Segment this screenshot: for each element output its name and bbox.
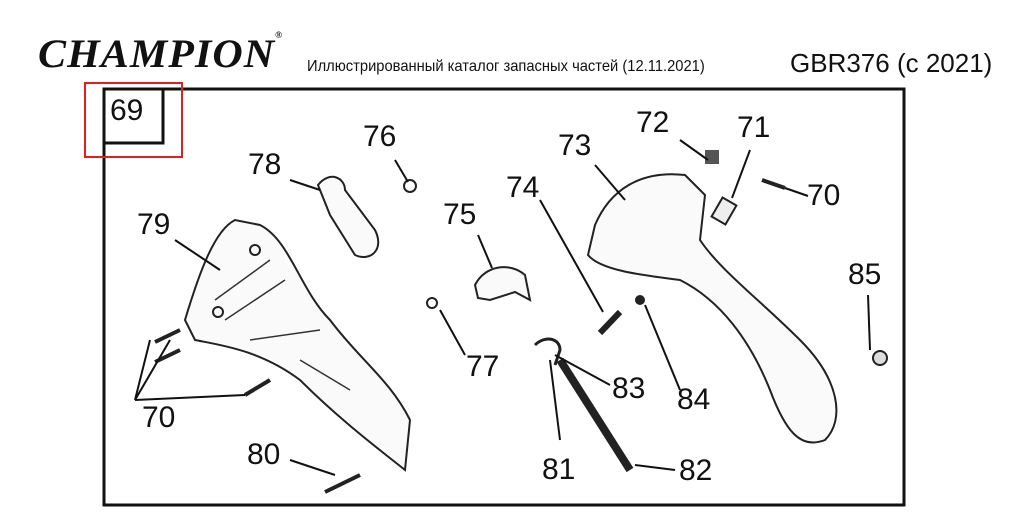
part-label-72[interactable]: 72 — [636, 106, 670, 139]
part-label-80[interactable]: 80 — [247, 438, 281, 471]
group-number: 69 — [110, 94, 144, 127]
part-label-76[interactable]: 76 — [363, 120, 397, 153]
trigger-part-75 — [473, 266, 532, 302]
part-label-77[interactable]: 77 — [466, 350, 500, 383]
screw-70 — [761, 178, 786, 190]
part-label-79[interactable]: 79 — [137, 208, 171, 241]
part-84 — [635, 295, 645, 305]
part-label-73[interactable]: 73 — [558, 129, 592, 162]
leader-lines — [134, 139, 871, 476]
group-number-box — [104, 87, 165, 145]
part-label-70-right[interactable]: 70 — [807, 179, 841, 212]
registered-mark: ® — [275, 30, 284, 40]
diagram-frame — [102, 87, 906, 507]
cable-82 — [556, 357, 634, 473]
part-label-71[interactable]: 71 — [737, 111, 771, 144]
brand-logo: CHAMPION® — [38, 30, 284, 76]
part-72 — [705, 150, 719, 164]
part-label-81[interactable]: 81 — [542, 453, 576, 486]
spring-part-77 — [426, 297, 438, 309]
catalog-title: Иллюстрированный каталог запасных частей… — [307, 58, 705, 75]
nut-85 — [872, 350, 888, 366]
part-label-74[interactable]: 74 — [506, 171, 540, 204]
part-label-78[interactable]: 78 — [248, 148, 282, 181]
highlight-box — [84, 82, 183, 158]
housing-part-79 — [183, 218, 412, 472]
bracket-83 — [533, 337, 562, 366]
lever-part-78 — [316, 175, 380, 258]
handle-part-73 — [586, 173, 838, 444]
part-label-85[interactable]: 85 — [848, 258, 882, 291]
part-label-70-left[interactable]: 70 — [142, 401, 176, 434]
pin-74 — [597, 309, 623, 336]
model-name: GBR376 (с 2021) — [790, 48, 993, 78]
part-label-83[interactable]: 83 — [612, 372, 646, 405]
screw-80 — [324, 473, 361, 494]
part-label-75[interactable]: 75 — [443, 198, 477, 231]
part-label-82[interactable]: 82 — [679, 454, 713, 487]
part-label-84[interactable]: 84 — [677, 383, 711, 416]
part-71 — [710, 196, 738, 226]
spring-part-76 — [403, 179, 417, 193]
